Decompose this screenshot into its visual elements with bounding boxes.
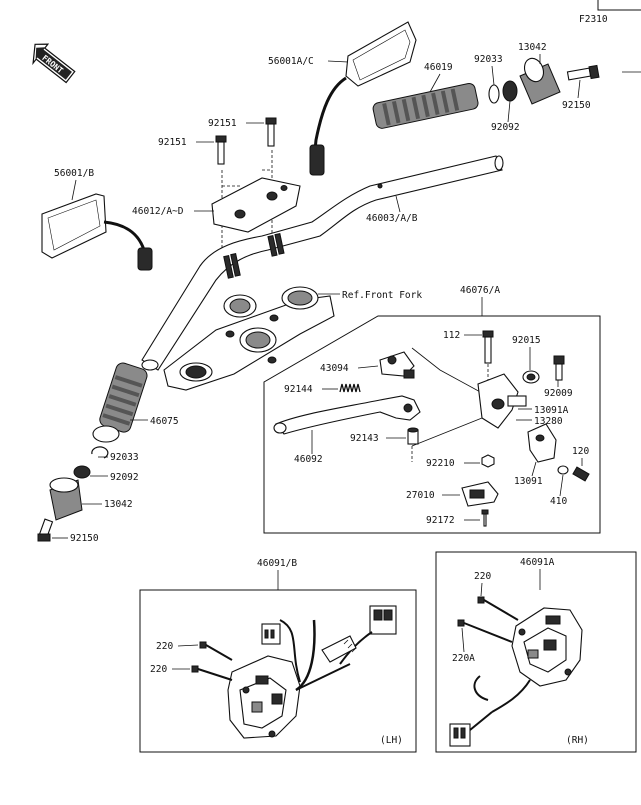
top-bridge: [163, 286, 335, 391]
label-mirror-right: 56001A/C: [268, 56, 314, 67]
label-washer-410: 410: [550, 496, 567, 507]
bar-end-weight-left: [49, 477, 83, 521]
clamp-bolt-lower: [215, 135, 227, 165]
label-switch-rh: 46091A: [520, 557, 555, 568]
label-screw-92172: 92172: [426, 515, 455, 526]
label-bolt-120: 120: [572, 446, 589, 457]
bolt-120: [572, 466, 590, 482]
label-switch-27010: 27010: [406, 490, 435, 501]
grip-right: [372, 82, 479, 129]
label-bracket: 13091A: [534, 405, 569, 416]
label-lever-assy: 46076/A: [460, 285, 500, 296]
bar-end-weight-right: [519, 57, 561, 105]
front-arrow-icon: FRONT: [32, 43, 76, 84]
spring-92144: [339, 383, 361, 393]
label-weight-left: 13042: [104, 499, 133, 510]
label-switch-lh: 46091/B: [257, 558, 297, 569]
clamp-bolt-upper: [265, 117, 277, 147]
lh-connector-b: [369, 605, 397, 635]
mirror-right: [309, 21, 417, 176]
label-pin: 92143: [350, 433, 379, 444]
label-washer-left: 92033: [110, 452, 139, 463]
stop-switch: [461, 481, 499, 507]
label-side-rh: (RH): [566, 735, 589, 746]
adjuster-43094: [379, 351, 415, 379]
rh-screw-a: [477, 596, 519, 621]
label-collar-right: 92092: [491, 122, 520, 133]
label-screw-92009: 92009: [544, 388, 573, 399]
frame-corner: [597, 0, 641, 11]
label-nut: 92210: [426, 458, 455, 469]
label-collar-left: 92092: [110, 472, 139, 483]
label-side-lh: (LH): [380, 735, 403, 746]
grip-left: [99, 362, 148, 433]
label-rh-screw-b: 220A: [452, 653, 475, 664]
mirror-left: [41, 193, 153, 271]
label-grip-right: 46019: [424, 62, 453, 73]
screw-92172: [481, 509, 489, 527]
handlebar: [141, 155, 504, 371]
washer-left: [91, 446, 109, 459]
pin-92143: [407, 427, 419, 445]
lever-bracket: [477, 373, 527, 429]
figure-code: F2310: [579, 14, 608, 25]
bolt-right: [566, 64, 600, 81]
lh-connector-a: [261, 623, 281, 645]
lh-switch-housing: [227, 619, 351, 739]
rh-screw-b: [457, 619, 513, 643]
label-bolt-112: 112: [443, 330, 460, 341]
label-lh-screw-a: 220: [156, 641, 173, 652]
nut-92210: [481, 454, 495, 468]
screw-92009: [553, 355, 565, 381]
label-weight-right: 13042: [518, 42, 547, 53]
label-ref-front-fork: Ref.Front Fork: [342, 290, 422, 301]
collar-left: [73, 465, 91, 479]
bolt-left: [37, 518, 54, 542]
lh-screw-a: [199, 641, 233, 661]
lh-wire-sleeve: [321, 631, 373, 665]
label-clamp-bolt-upper: 92151: [208, 118, 237, 129]
rh-switch-box: [435, 551, 637, 753]
rh-connector: [449, 711, 493, 747]
label-lever: 46092: [294, 454, 323, 465]
label-clamp-13091: 13091: [514, 476, 543, 487]
label-holder-13280: 13280: [534, 416, 563, 427]
label-rh-screw-a: 220: [474, 571, 491, 582]
brake-lever: [273, 395, 421, 435]
label-bolt-left: 92150: [70, 533, 99, 544]
label-bolt-right: 92150: [562, 100, 591, 111]
clamp-13091: [527, 423, 557, 463]
label-adjuster: 43094: [320, 363, 349, 374]
collar-right: [502, 80, 518, 102]
label-clamp-bolt-lower: 92151: [158, 137, 187, 148]
label-grip-left: 46075: [150, 416, 179, 427]
label-lh-screw-b: 220: [150, 664, 167, 675]
lever-assembly-box: [263, 315, 601, 534]
rh-switch-housing: [473, 607, 583, 713]
label-mirror-left: 56001/B: [54, 168, 94, 179]
washer-right: [488, 84, 500, 104]
label-washer-right: 92033: [474, 54, 503, 65]
label-cap-92015: 92015: [512, 335, 541, 346]
handlebar-holder: [211, 177, 301, 233]
label-spring: 92144: [284, 384, 313, 395]
label-holder: 46012/A~D: [132, 206, 184, 217]
bolt-112: [482, 330, 494, 364]
washer-410: [557, 465, 569, 475]
lh-screw-b: [191, 665, 233, 681]
label-handlebar: 46003/A/B: [366, 213, 418, 224]
